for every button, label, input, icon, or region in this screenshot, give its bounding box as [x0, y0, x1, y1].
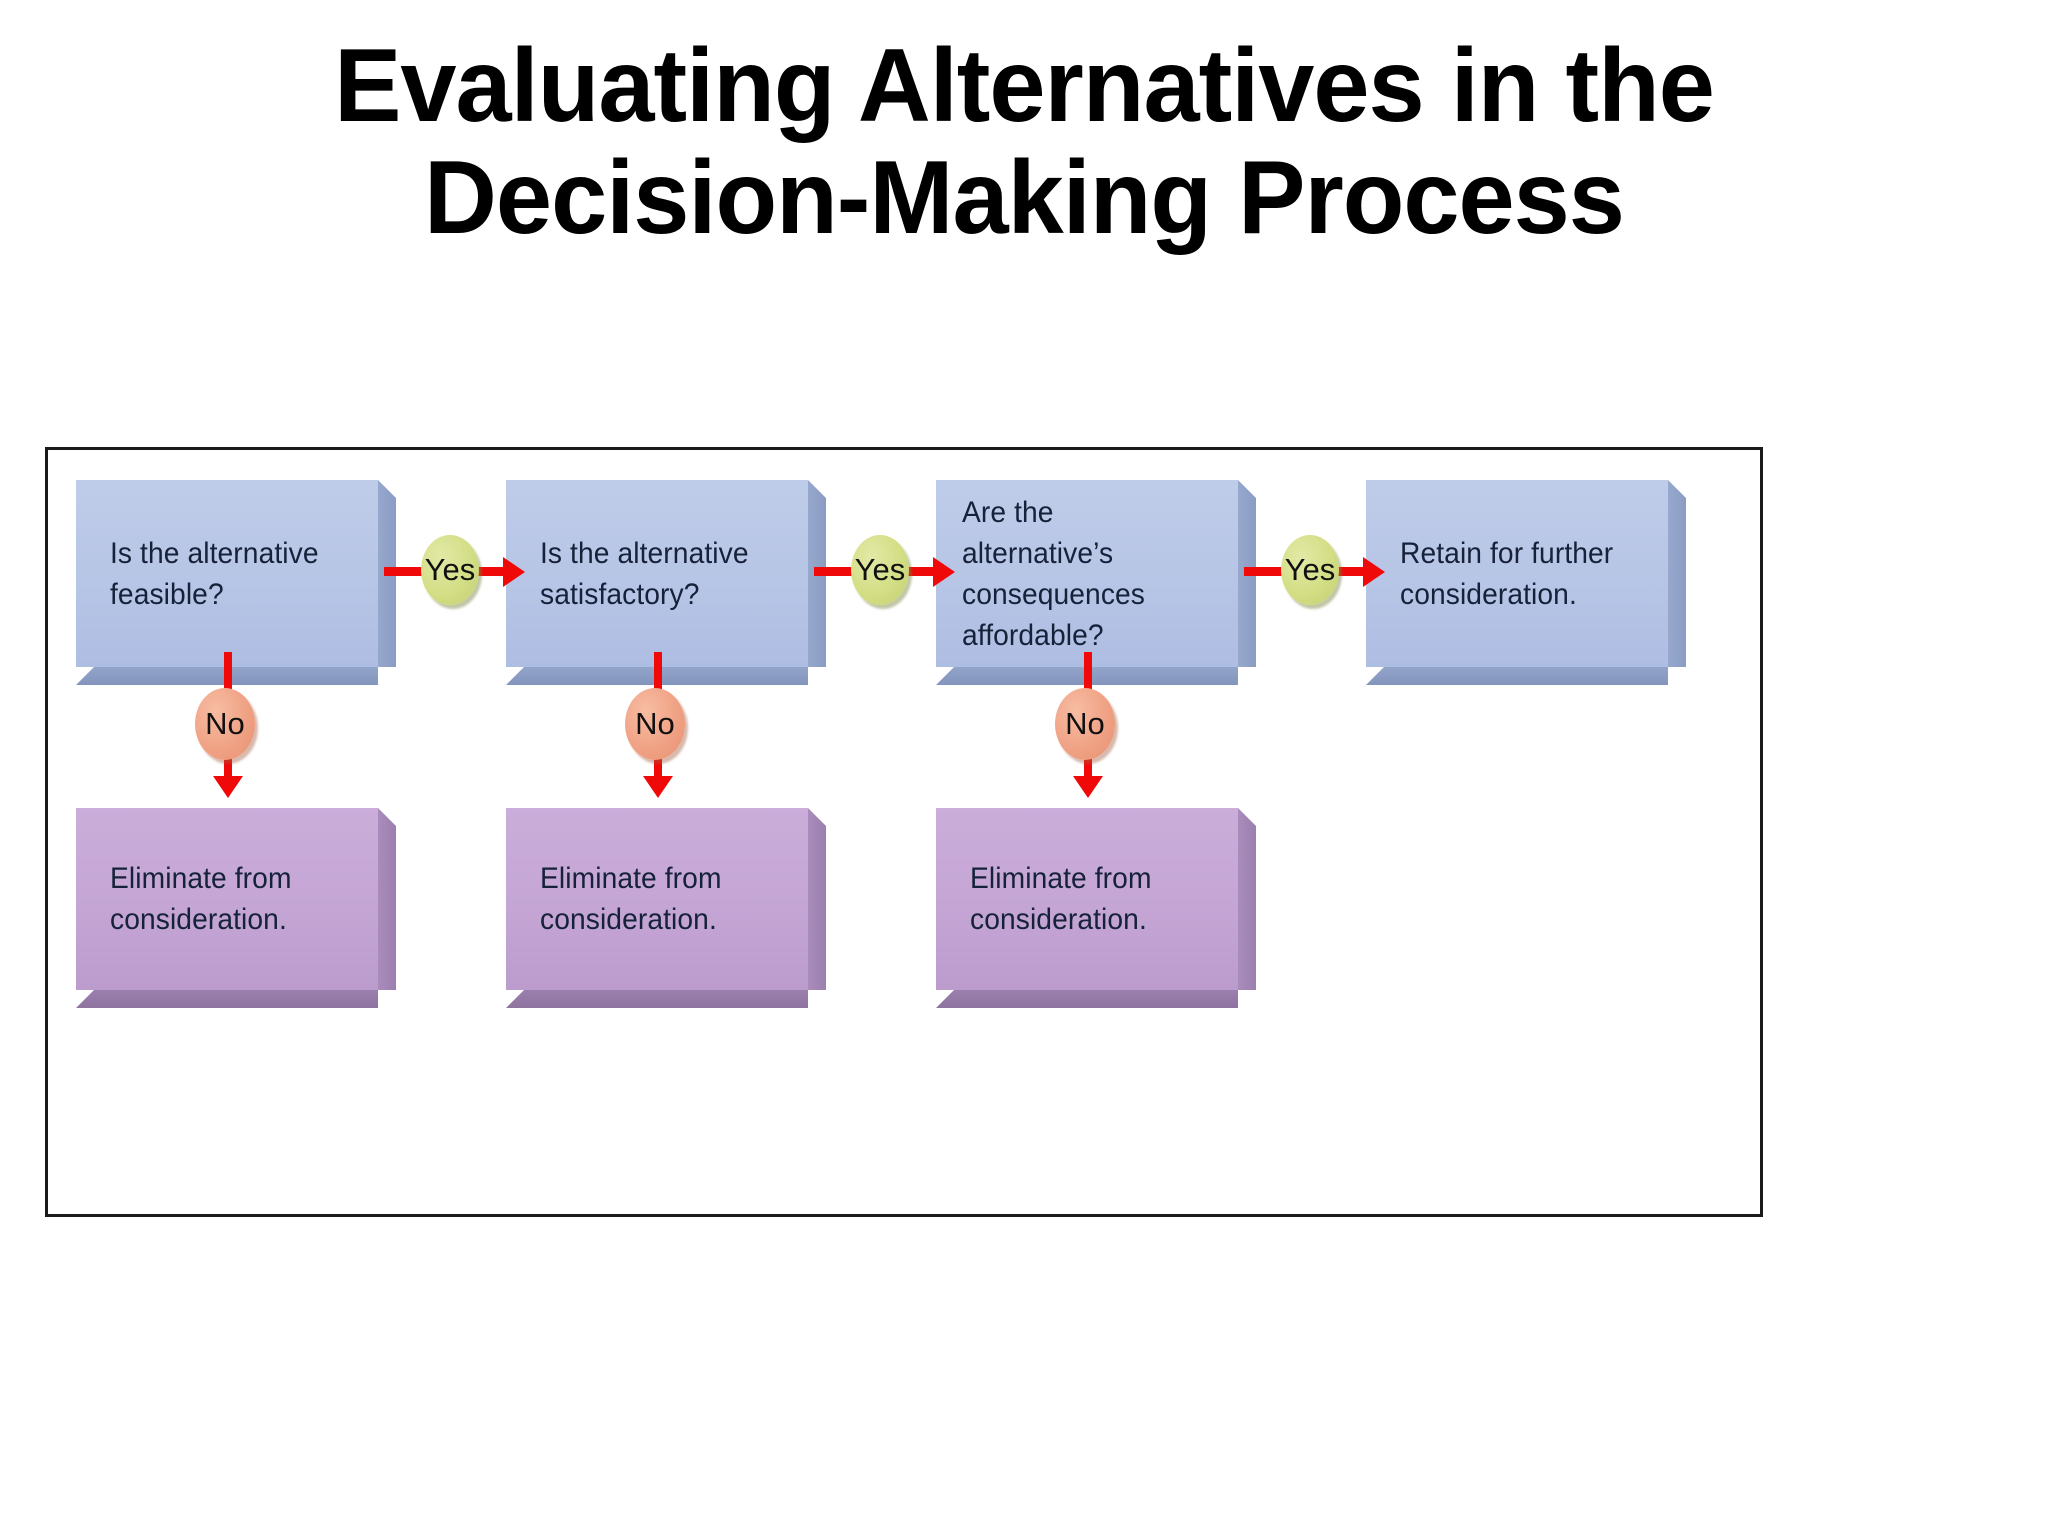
connector-no-2[interactable]: No [625, 688, 685, 760]
box-bottom-face [1366, 667, 1668, 685]
connector-yes-1[interactable]: Yes [421, 535, 479, 605]
eliminate-box-2[interactable]: Eliminate from consideration. [506, 808, 826, 1008]
box-side-face [1668, 480, 1686, 667]
arrowhead-yes-1 [503, 557, 525, 587]
eliminate-box-label: Eliminate from consideration. [970, 862, 1152, 936]
arrow-yes-3-in [1244, 567, 1288, 576]
arrow-no-1-out [224, 750, 232, 780]
arrow-no-2-out [654, 750, 662, 780]
box-front-face: Eliminate from consideration. [506, 808, 808, 990]
title-line-1: Evaluating Alternatives in the [334, 28, 1715, 144]
connector-yes-2[interactable]: Yes [851, 535, 909, 605]
box-side-face [378, 808, 396, 990]
eliminate-box-1[interactable]: Eliminate from consideration. [76, 808, 396, 1008]
box-side-face [1238, 808, 1256, 990]
box-bottom-face [76, 990, 378, 1008]
eliminate-box-label: Eliminate from consideration. [540, 862, 722, 936]
flowchart-canvas: Is the alternative feasible? Is the alte… [48, 450, 1760, 1214]
eliminate-box-label: Eliminate from consideration. [110, 862, 292, 936]
arrow-yes-2-in [814, 567, 858, 576]
title-line-2: Decision-Making Process [424, 140, 1625, 256]
arrowhead-no-3 [1073, 776, 1103, 798]
decision-box-affordable[interactable]: Are the alternative’s consequences affor… [936, 480, 1256, 685]
arrowhead-yes-3 [1363, 557, 1385, 587]
connector-no-3[interactable]: No [1055, 688, 1115, 760]
arrow-no-3-in [1084, 652, 1092, 694]
eliminate-box-3[interactable]: Eliminate from consideration. [936, 808, 1256, 1008]
box-bottom-face [506, 990, 808, 1008]
box-front-face: Retain for further consideration. [1366, 480, 1668, 667]
decision-box-label: Are the alternative’s consequences affor… [962, 495, 1146, 652]
decision-box-satisfactory[interactable]: Is the alternative satisfactory? [506, 480, 826, 685]
arrow-yes-2-out [908, 567, 938, 576]
arrow-no-1-in [224, 652, 232, 694]
outcome-box-retain[interactable]: Retain for further consideration. [1366, 480, 1686, 685]
box-front-face: Eliminate from consideration. [936, 808, 1238, 990]
connector-label: No [1065, 706, 1105, 741]
box-front-face: Eliminate from consideration. [76, 808, 378, 990]
outcome-box-label: Retain for further consideration. [1400, 536, 1614, 611]
flowchart-frame: Is the alternative feasible? Is the alte… [45, 447, 1763, 1217]
connector-no-1[interactable]: No [195, 688, 255, 760]
arrow-yes-1-in [384, 567, 428, 576]
arrowhead-no-1 [213, 776, 243, 798]
connector-label: Yes [424, 552, 476, 587]
connector-label: Yes [1284, 552, 1336, 587]
box-front-face: Is the alternative feasible? [76, 480, 378, 667]
connector-label: No [635, 706, 675, 741]
page-title: Evaluating Alternatives in the Decision-… [0, 30, 2048, 254]
connector-label: No [205, 706, 245, 741]
box-bottom-face [936, 990, 1238, 1008]
decision-box-label: Is the alternative feasible? [110, 536, 319, 611]
box-front-face: Is the alternative satisfactory? [506, 480, 808, 667]
decision-box-label: Is the alternative satisfactory? [540, 536, 749, 611]
box-front-face: Are the alternative’s consequences affor… [936, 480, 1238, 667]
connector-label: Yes [854, 552, 906, 587]
arrow-no-3-out [1084, 750, 1092, 780]
arrowhead-no-2 [643, 776, 673, 798]
arrow-yes-1-out [478, 567, 508, 576]
arrowhead-yes-2 [933, 557, 955, 587]
arrow-yes-3-out [1338, 567, 1368, 576]
box-side-face [808, 808, 826, 990]
arrow-no-2-in [654, 652, 662, 694]
decision-box-feasible[interactable]: Is the alternative feasible? [76, 480, 396, 685]
connector-yes-3[interactable]: Yes [1281, 535, 1339, 605]
